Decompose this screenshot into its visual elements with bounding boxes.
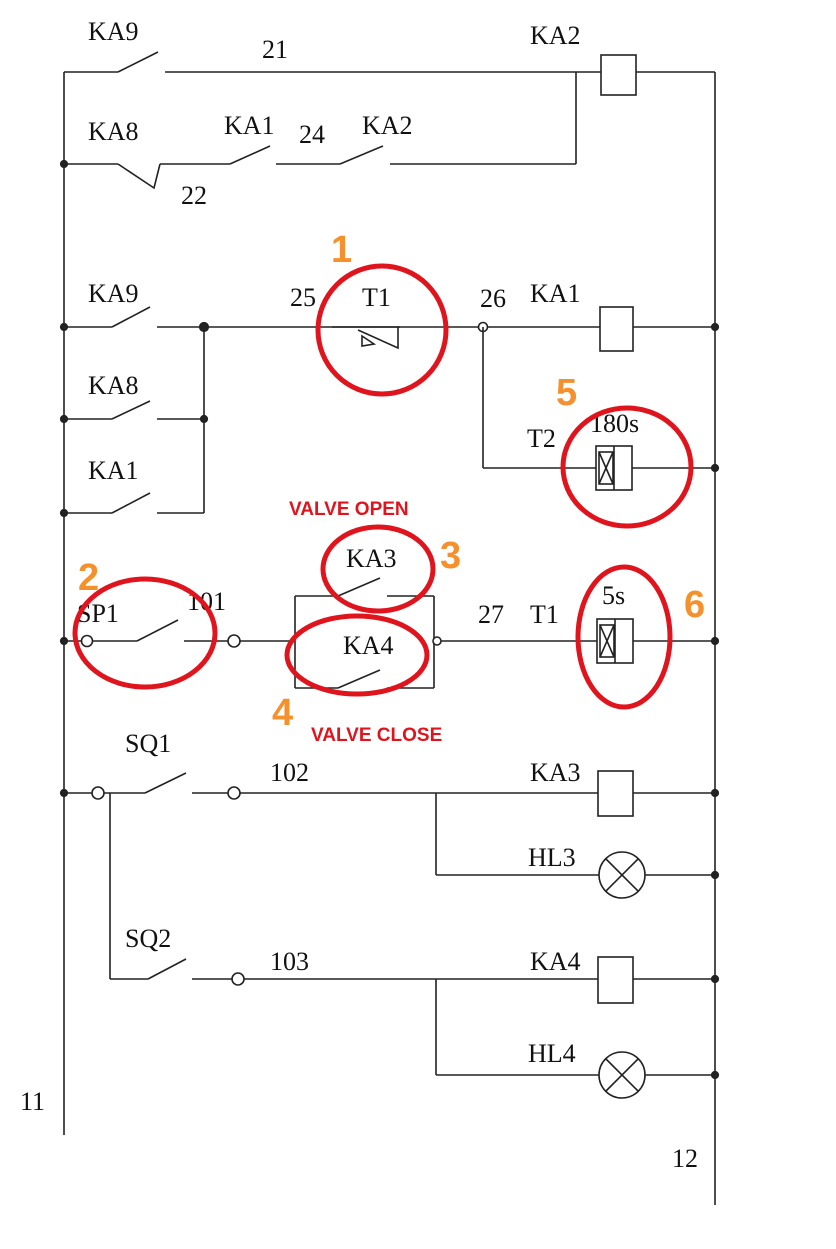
ka1-contact-top <box>229 145 271 165</box>
label-ka4-contact: KA4 <box>343 631 394 660</box>
rung-ka2: KA9 21 KA2 KA8 KA1 24 KA2 22 <box>59 17 715 210</box>
annotation-number-5: 5 <box>556 372 577 414</box>
label-ka9-top: KA9 <box>88 17 139 46</box>
highlight-annotations: 1 2 3 4 5 6 VALVE OPEN VALVE CLOSE <box>72 229 705 746</box>
annotation-number-3: 3 <box>440 535 461 577</box>
label-ka1-coil: KA1 <box>530 279 581 308</box>
rung-ka1: KA9 25 T1 26 KA1 KA8 T2 180s KA1 <box>59 279 720 518</box>
annotation-number-6: 6 <box>684 584 705 626</box>
label-wire-24: 24 <box>299 120 325 149</box>
highlight-ring-6 <box>575 564 673 710</box>
label-t2: T2 <box>527 424 556 453</box>
label-rail-12: 12 <box>672 1144 698 1173</box>
valve-open-note: VALVE OPEN <box>289 499 409 520</box>
ka4-coil <box>597 956 634 1004</box>
highlight-ring-4 <box>284 613 430 697</box>
label-ka2-contact: KA2 <box>362 111 413 140</box>
sq1-contact <box>144 772 187 794</box>
label-rail-11: 11 <box>20 1087 45 1116</box>
annotation-number-1: 1 <box>331 229 352 271</box>
annotation-number-4: 4 <box>272 692 293 734</box>
label-ka1-top: KA1 <box>224 111 275 140</box>
highlight-ring-2 <box>72 576 218 690</box>
ka8-nc-contact-top <box>117 163 161 190</box>
annotation-number-2: 2 <box>78 557 99 599</box>
label-wire-102: 102 <box>270 758 309 787</box>
label-ka3-contact: KA3 <box>346 544 397 573</box>
ka2-contact <box>339 145 384 165</box>
label-ka9-mid: KA9 <box>88 279 139 308</box>
ka9-contact-mid <box>111 306 151 328</box>
rung-ka4: SQ2 103 KA4 HL4 <box>109 793 720 1099</box>
label-sq2: SQ2 <box>125 924 171 953</box>
highlight-ring-5 <box>560 405 694 529</box>
label-wire-27: 27 <box>478 600 504 629</box>
label-wire-21: 21 <box>262 35 288 64</box>
label-t1-time: 5s <box>602 581 625 610</box>
ka8-contact-mid <box>111 400 151 420</box>
highlight-ring-1 <box>315 263 449 397</box>
label-wire-103: 103 <box>270 947 309 976</box>
ka9-contact-top <box>117 51 159 73</box>
label-sq1: SQ1 <box>125 729 171 758</box>
label-wire-26: 26 <box>480 284 506 313</box>
ka3-coil <box>597 770 634 817</box>
ka3-contact <box>337 577 381 597</box>
highlight-ring-3 <box>320 524 436 614</box>
label-ka1-mid: KA1 <box>88 456 139 485</box>
label-ka8-mid: KA8 <box>88 371 139 400</box>
label-wire-22: 22 <box>181 181 207 210</box>
ka4-contact <box>337 669 381 689</box>
label-t1-contact: T1 <box>362 283 391 312</box>
sp1-contact <box>136 619 179 642</box>
label-hl4: HL4 <box>528 1039 576 1068</box>
ka1-coil <box>599 306 634 352</box>
label-ka3-coil: KA3 <box>530 758 581 787</box>
ka2-coil <box>600 54 637 96</box>
rung-ka3: SQ1 102 KA3 HL3 <box>59 729 720 899</box>
label-t1-coil: T1 <box>530 600 559 629</box>
label-wire-25: 25 <box>290 283 316 312</box>
label-ka4-coil: KA4 <box>530 947 581 976</box>
label-ka8-top: KA8 <box>88 117 139 146</box>
valve-close-note: VALVE CLOSE <box>311 725 442 746</box>
ka1-contact-mid <box>111 492 151 514</box>
label-hl3: HL3 <box>528 843 576 872</box>
sq2-contact <box>147 958 187 980</box>
label-ka2-coil: KA2 <box>530 21 581 50</box>
